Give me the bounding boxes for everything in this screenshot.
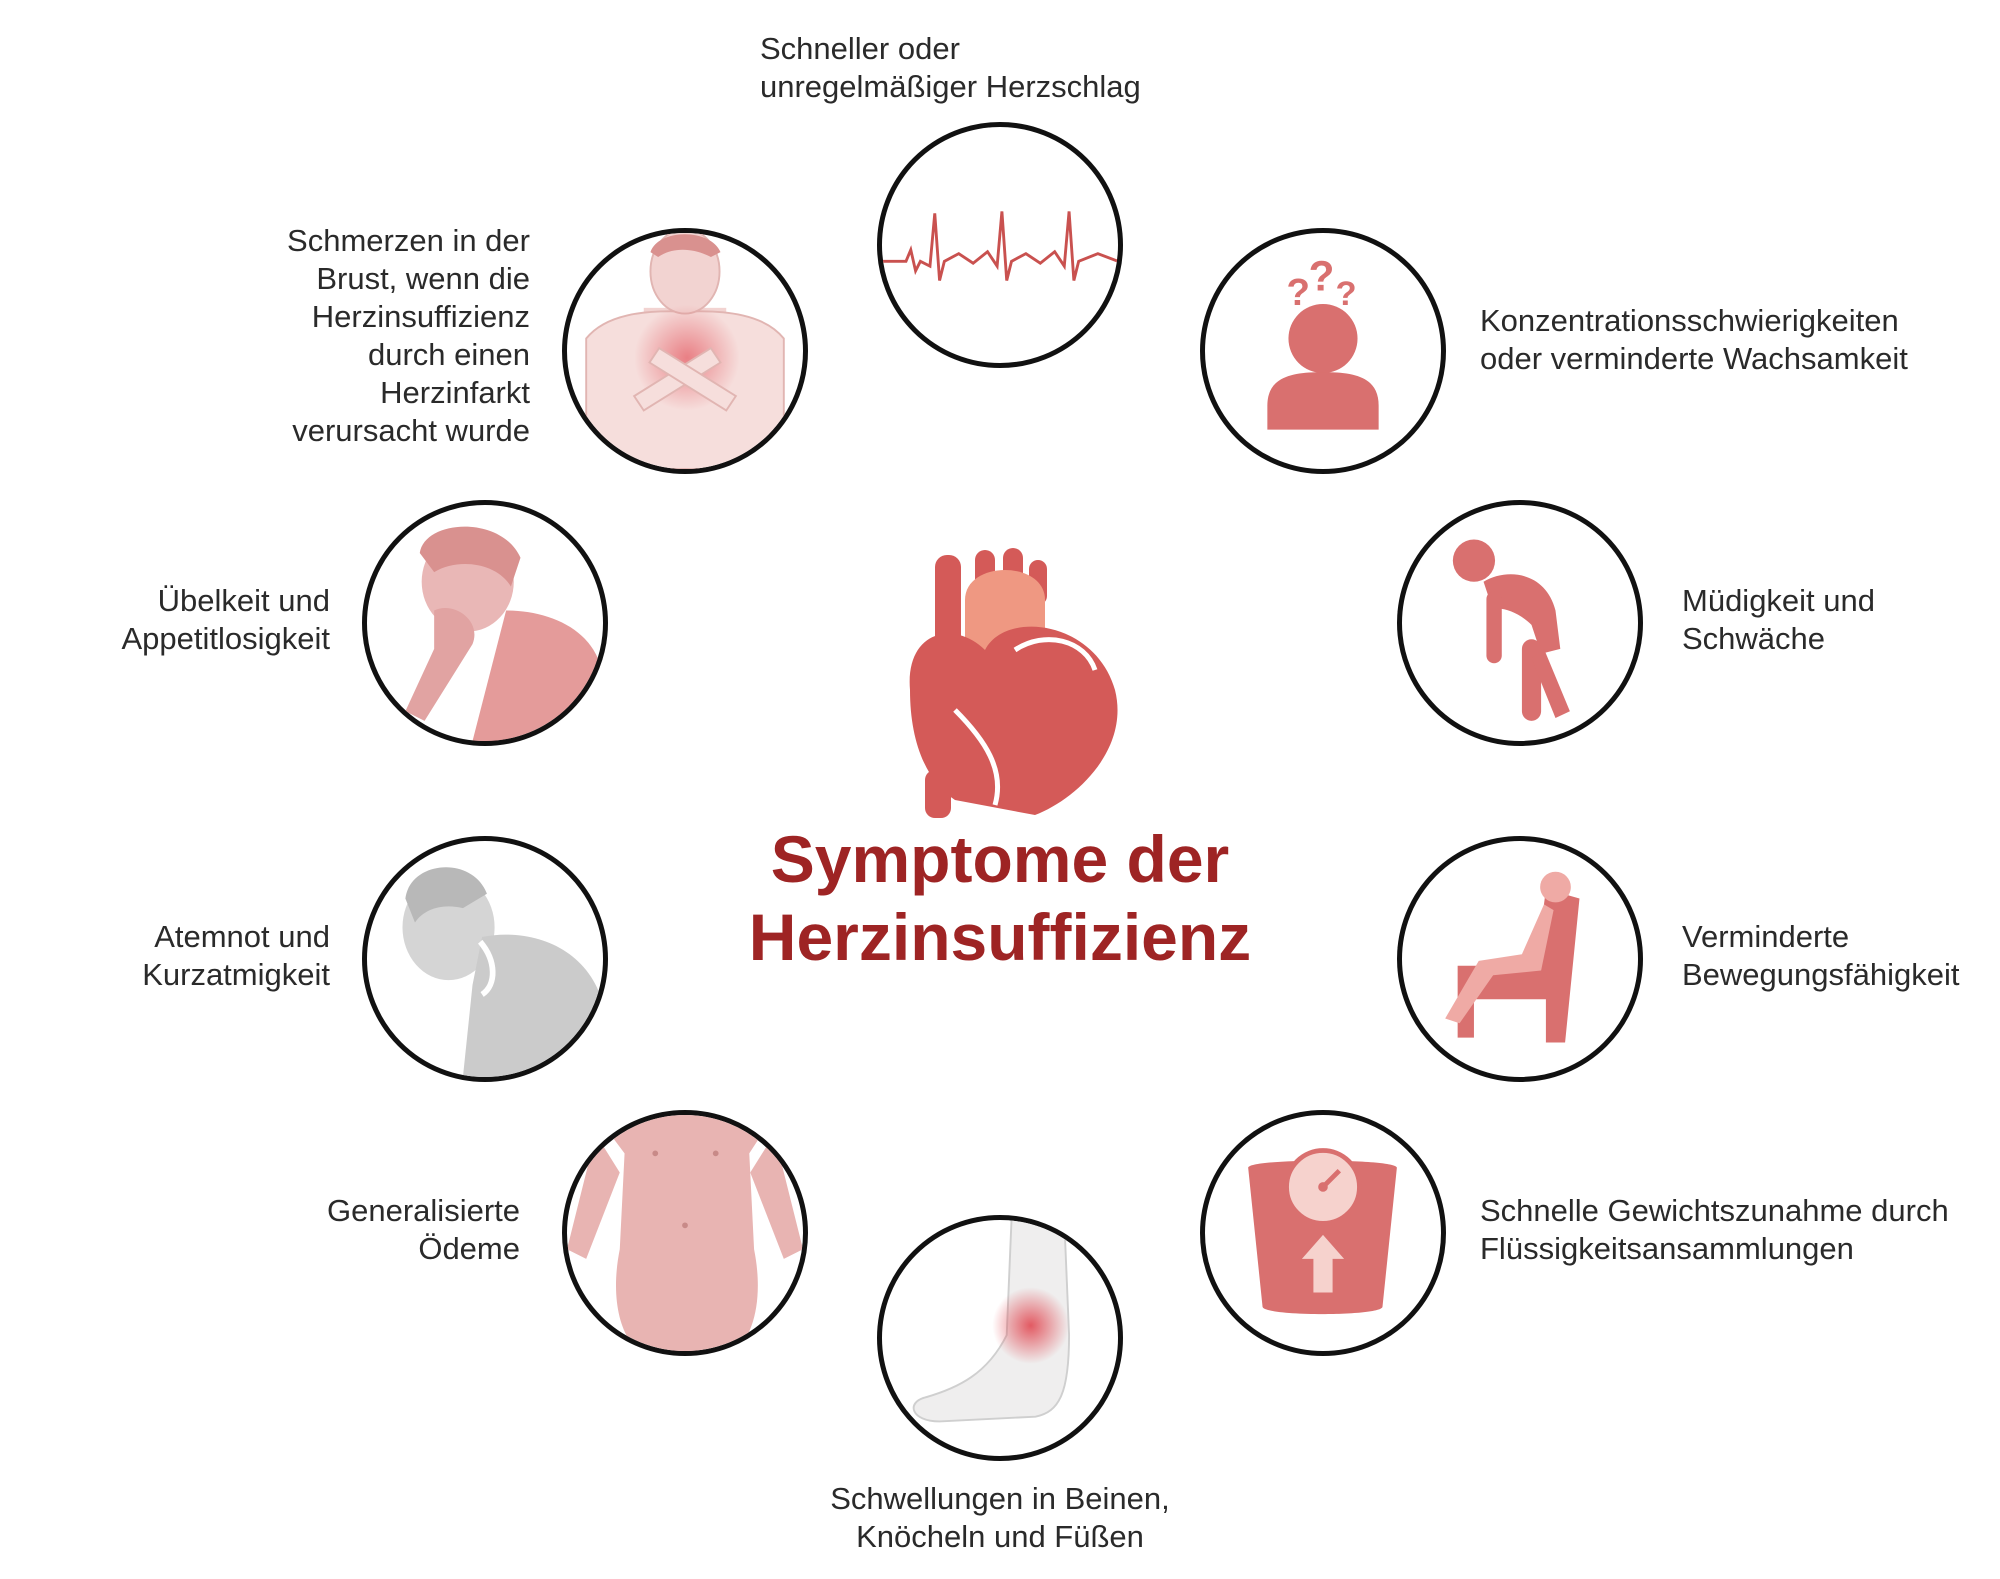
symptom-label-swelling: Schwellungen in Beinen, Knöcheln und Füß… — [830, 1481, 1170, 1554]
symptom-label-fatigue: Müdigkeit und Schwäche — [1682, 583, 1876, 656]
svg-text:?: ? — [1335, 275, 1356, 313]
fatigue-circle — [1397, 500, 1643, 746]
symptom-label-mobility: Verminderte Bewegungsfähigkeit — [1682, 919, 1960, 992]
symptom-label-concentration: Konzentrationsschwierigkeiten oder vermi… — [1480, 303, 1908, 376]
chest-pain-icon — [585, 233, 785, 469]
mobility-circle — [1397, 836, 1643, 1082]
svg-text:?: ? — [1287, 271, 1310, 314]
tired-person-icon — [1452, 539, 1570, 721]
heartbeat-circle — [877, 122, 1123, 368]
breathless-person-icon — [402, 867, 603, 1077]
scale-icon — [1248, 1148, 1397, 1315]
ecg-icon — [882, 211, 1118, 281]
torso-icon — [567, 1115, 803, 1351]
page-title: Symptome der Herzinsuffizienz — [748, 822, 1252, 974]
symptom-label-weight: Schnelle Gewichtszunahme durch Flüssigke… — [1480, 1193, 1949, 1266]
symptom-label-nausea: Übelkeit und Appetitlosigkeit — [121, 583, 330, 656]
svg-text:?: ? — [1309, 253, 1335, 300]
swelling-circle — [877, 1215, 1123, 1461]
concentration-circle: ? ? ? — [1200, 228, 1446, 474]
heart-icon — [909, 548, 1118, 818]
swollen-foot-icon — [912, 1220, 1071, 1423]
weight-circle — [1200, 1110, 1446, 1356]
edema-circle — [562, 1110, 808, 1356]
armchair-person-icon — [1445, 871, 1580, 1043]
confused-person-icon: ? ? ? — [1267, 253, 1379, 430]
nauseous-person-icon — [405, 526, 603, 741]
symptom-label-chestpain: Schmerzen in der Brust, wenn die Herzins… — [287, 223, 530, 448]
symptom-label-heartbeat: Schneller oder unregelmäßiger Herzschlag — [760, 31, 1141, 104]
breath-circle — [362, 836, 608, 1082]
symptom-label-edema: Generalisierte Ödeme — [327, 1193, 520, 1266]
nausea-circle — [362, 500, 608, 746]
symptom-label-breath: Atemnot und Kurzatmigkeit — [142, 919, 330, 992]
chestpain-circle — [562, 228, 808, 474]
